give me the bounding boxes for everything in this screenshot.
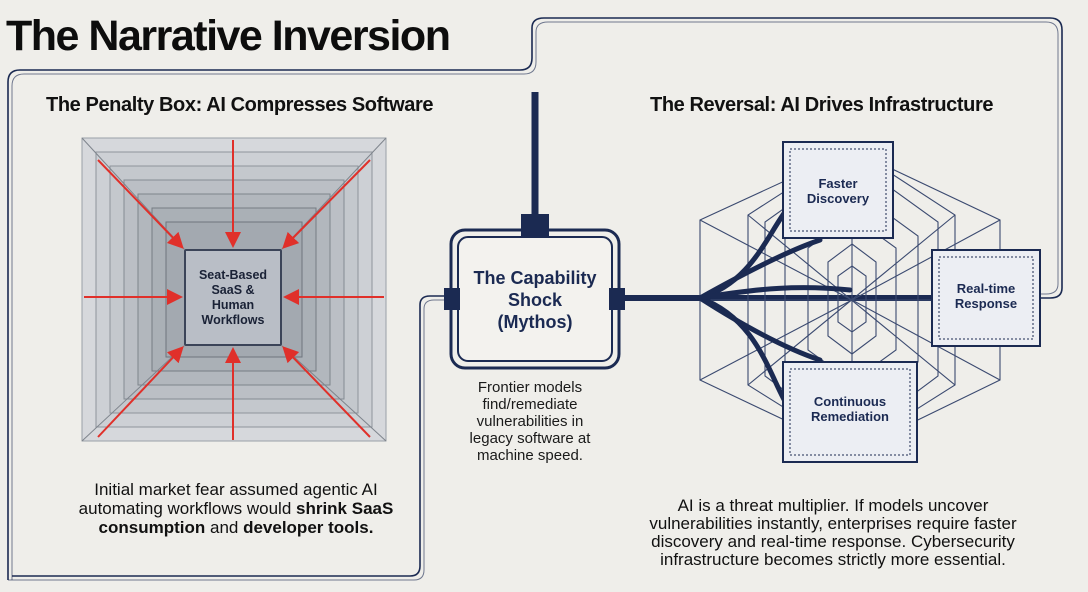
seat-based-saas-label: Seat-Based SaaS & Human Workflows: [198, 267, 268, 327]
capability-shock-box: [444, 228, 625, 370]
left-panel-heading: The Penalty Box: AI Compresses Software: [46, 94, 434, 116]
penalty-box-center-label: Seat-Based SaaS & Human Workflows: [185, 250, 281, 345]
node-continuous-remediation-label: Continuous Remediation: [810, 394, 889, 424]
capability-shock-caption: Frontier models find/remediate vulnerabi…: [469, 379, 591, 464]
left-paragraph-bold-2: developer tools.: [243, 518, 374, 537]
left-paragraph-mid: and: [205, 518, 244, 537]
node-realtime-response-label: Real-time Response: [954, 281, 1018, 311]
page-title: The Narrative Inversion: [6, 12, 451, 60]
compression-arrows: [84, 140, 384, 440]
node-faster-discovery-box: [782, 141, 894, 239]
left-paragraph-text: Initial market fear assumed agentic AI a…: [78, 480, 378, 518]
right-panel-paragraph: AI is a threat multiplier. If models unc…: [649, 496, 1017, 569]
outer-frame-path: [7, 17, 1063, 580]
capability-shock-label: The Capability Shock (Mythos): [473, 268, 597, 332]
left-connector-path: [12, 295, 447, 577]
outer-frame-path-inner: [11, 21, 1059, 580]
left-paragraph-bold-1: shrink SaaS consumption: [98, 499, 394, 537]
left-connector-path-inner: [8, 299, 447, 581]
node-realtime-response-box: [931, 249, 1041, 347]
right-panel-heading: The Reversal: AI Drives Infrastructure: [650, 94, 994, 116]
node-faster-discovery-label: Faster Discovery: [806, 176, 870, 206]
node-continuous-remediation-box: [782, 361, 918, 463]
left-panel-paragraph: Initial market fear assumed agentic AI a…: [56, 480, 416, 537]
